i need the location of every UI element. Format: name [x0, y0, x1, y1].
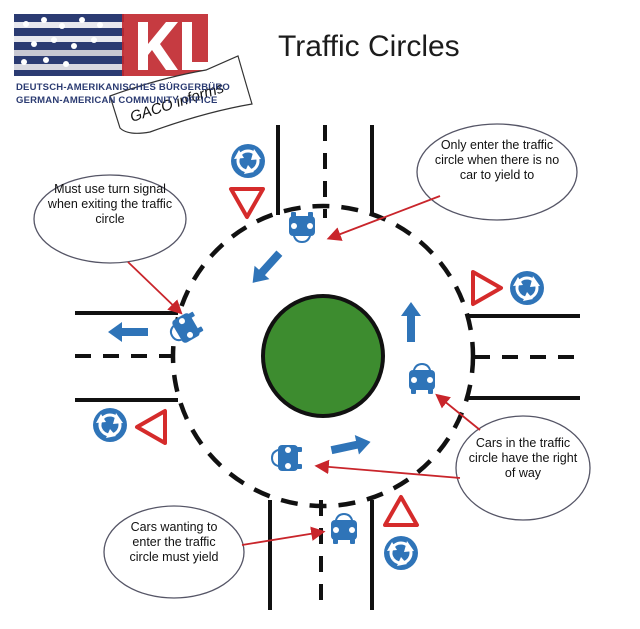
central-island	[261, 294, 385, 418]
callout-right-of-way	[455, 415, 591, 521]
org-name-english: GERMAN-AMERICAN COMMUNITY OFFICE	[16, 95, 218, 106]
direction-arrow-icon	[329, 432, 373, 460]
yield-sign-icon	[471, 270, 503, 306]
page-title: Traffic Circles	[278, 30, 460, 63]
car-icon	[271, 445, 302, 471]
circle-lane-marking	[170, 203, 476, 509]
callout-turn-signal	[33, 174, 187, 264]
direction-arrow-icon	[245, 246, 287, 290]
yield-sign-icon	[383, 495, 419, 527]
roundabout-sign-icon	[91, 406, 129, 444]
callout-turn-signal-text: Must use turn signal when exiting the tr…	[47, 182, 173, 226]
direction-arrow-icon	[401, 302, 421, 342]
org-name-german: DEUTSCH-AMERIKANISCHES BÜRGERBÜRO	[16, 82, 231, 93]
car-icon	[409, 363, 435, 394]
car-icon	[164, 309, 205, 348]
road-markings	[75, 125, 580, 610]
car-icon	[289, 212, 315, 243]
callout-enter-when-clear-text: Only enter the traffic circle when there…	[434, 138, 560, 182]
callout-enter-when-clear	[416, 123, 578, 221]
flag-icon	[14, 14, 124, 76]
callout-right-of-way-text: Cars in the traffic circle have the righ…	[468, 436, 578, 480]
callout-pointers	[127, 195, 481, 546]
roundabout-sign-icon	[382, 534, 420, 572]
roundabout-sign-icon	[508, 269, 546, 307]
yield-sign-icon	[229, 187, 265, 219]
direction-arrow-icon	[108, 322, 148, 342]
callout-must-yield	[103, 505, 245, 599]
logo-mark	[122, 14, 210, 76]
callout-must-yield-text: Cars wanting to enter the traffic circle…	[129, 520, 219, 564]
car-icon	[331, 513, 357, 544]
roundabout-sign-icon	[229, 142, 267, 180]
yield-sign-icon	[135, 409, 167, 445]
